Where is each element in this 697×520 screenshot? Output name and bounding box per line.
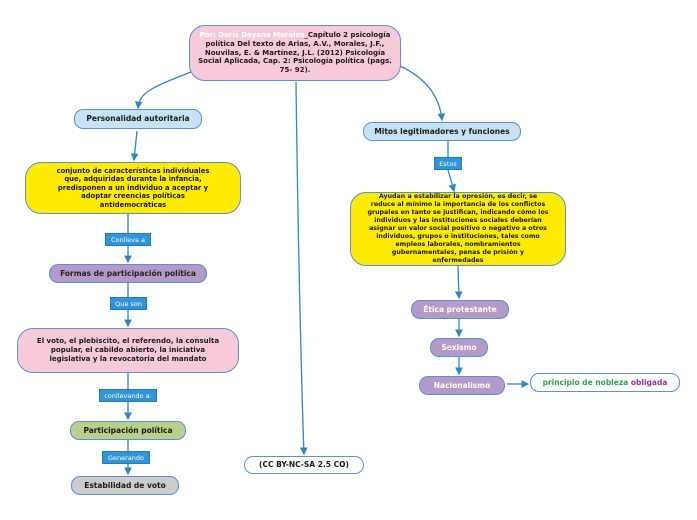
principio-part-b: obligada bbox=[628, 377, 668, 387]
tag-conlleva-label: Conlleva a bbox=[110, 235, 146, 244]
mitos-label: Mitos legitimadores y funciones bbox=[374, 126, 510, 136]
tag-que-son[interactable]: Que son bbox=[110, 297, 147, 310]
root-title: _Capítulo 2 psicología política Del text… bbox=[198, 31, 392, 75]
link-estos-ayudan bbox=[447, 169, 456, 193]
node-formas-participacion[interactable]: Formas de participación política bbox=[49, 264, 207, 283]
node-ayudan-estabilizar[interactable]: Ayudan a estabilizar la opresión, es dec… bbox=[350, 192, 566, 266]
conjunto-label: conjunto de características individuales… bbox=[56, 166, 210, 209]
estabilidad-label: Estabilidad de voto bbox=[84, 480, 166, 490]
tag-generando[interactable]: Generando bbox=[102, 451, 150, 464]
link-root-personalidad bbox=[134, 69, 197, 110]
tag-estos-label: Estos bbox=[439, 159, 457, 168]
node-etica-protestante[interactable]: Ética protestante bbox=[411, 300, 509, 319]
tag-conllevando-a[interactable]: conllevando a: bbox=[99, 389, 157, 402]
personalidad-label: Personalidad autoritaria bbox=[86, 114, 190, 124]
link-personalidad-conjunto bbox=[130, 130, 139, 162]
participacion-label: Participación política bbox=[83, 425, 173, 435]
node-conjunto-caracteristicas[interactable]: conjunto de características individuales… bbox=[25, 162, 241, 214]
link-ayudan-etica bbox=[454, 265, 463, 300]
tag-generando-label: Generando bbox=[107, 453, 145, 462]
node-principio-nobleza[interactable]: principio de nobleza obligada bbox=[530, 373, 680, 392]
node-license[interactable]: (CC BY-NC-SA 2.5 CO) bbox=[244, 456, 364, 474]
link-root-license bbox=[295, 81, 308, 456]
tag-conlleva-a[interactable]: Conlleva a bbox=[105, 233, 151, 246]
node-voto-plebiscito[interactable]: El voto, el plebiscito, el referendo, la… bbox=[17, 328, 239, 373]
ayudan-label: Ayudan a estabilizar la opresión, es dec… bbox=[367, 192, 549, 265]
node-sexismo[interactable]: Sexismo bbox=[430, 338, 488, 357]
tag-estos[interactable]: Estos bbox=[434, 157, 462, 170]
sexismo-label: Sexismo bbox=[441, 342, 477, 352]
tag-queson-label: Que son bbox=[115, 299, 142, 308]
tag-conllevando-label: conllevando a: bbox=[104, 391, 152, 400]
root-topic[interactable]: Por: Doris Dayana Morales_Capítulo 2 psi… bbox=[189, 25, 401, 81]
link-root-mitos bbox=[399, 65, 446, 122]
etica-label: Ética protestante bbox=[423, 304, 497, 314]
principio-part-a: principio de nobleza bbox=[542, 377, 629, 387]
license-label: (CC BY-NC-SA 2.5 CO) bbox=[259, 460, 349, 470]
node-nacionalismo[interactable]: Nacionalismo bbox=[419, 376, 505, 395]
formas-label: Formas de participación política bbox=[60, 268, 196, 278]
node-estabilidad-voto[interactable]: Estabilidad de voto bbox=[71, 476, 179, 495]
voto-label: El voto, el plebiscito, el referendo, la… bbox=[36, 337, 220, 363]
node-mitos-legitimadores[interactable]: Mitos legitimadores y funciones bbox=[363, 122, 521, 141]
node-personalidad-autoritaria[interactable]: Personalidad autoritaria bbox=[74, 109, 202, 129]
root-author: Por: Doris Dayana Morales bbox=[199, 31, 305, 40]
node-participacion-politica[interactable]: Participación política bbox=[70, 421, 186, 440]
nacionalismo-label: Nacionalismo bbox=[433, 380, 491, 390]
